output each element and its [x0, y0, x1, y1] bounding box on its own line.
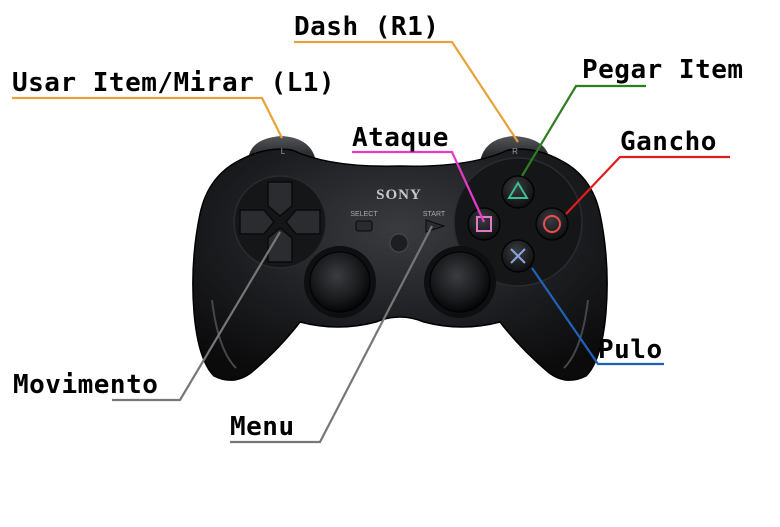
- dash-label: Dash (R1): [294, 12, 440, 42]
- pegar-item-label: Pegar Item: [582, 55, 744, 85]
- ataque-label: Ataque: [352, 123, 449, 153]
- gancho-label: Gancho: [620, 127, 717, 157]
- r-marker: R: [512, 147, 518, 156]
- ps-button: [389, 233, 409, 253]
- dpad-right: [285, 209, 321, 235]
- pulo-line: [531, 267, 664, 366]
- movimento-label: Movimento: [13, 370, 159, 400]
- square-icon: [476, 216, 492, 232]
- menu-label: Menu: [230, 412, 295, 442]
- ataque-line: [352, 150, 486, 223]
- select-button: [355, 220, 373, 232]
- left-analog-stick: [309, 251, 371, 313]
- circle-button: [535, 207, 569, 241]
- pegar-item-line: [521, 84, 646, 177]
- sony-logo: SONY: [376, 187, 422, 203]
- circle-icon: [543, 215, 561, 233]
- dpad-down: [267, 227, 293, 263]
- right-analog-stick: [429, 251, 491, 313]
- triangle-icon: [507, 181, 529, 199]
- l-marker: L: [281, 147, 286, 156]
- dpad-well: [233, 175, 327, 269]
- usar-item-label: Usar Item/Mirar (L1): [12, 68, 336, 98]
- usar-item-line: [12, 96, 283, 139]
- left-grip-shade: [211, 299, 237, 369]
- movimento-line: [112, 231, 281, 402]
- dash-line: [294, 40, 519, 143]
- right-grip-shade: [563, 299, 589, 369]
- dpad-up: [267, 181, 293, 217]
- start-text: START: [423, 211, 446, 218]
- square-button: [467, 207, 501, 241]
- cross-button: [501, 239, 535, 273]
- face-buttons-well: [453, 157, 583, 287]
- menu-line: [230, 225, 433, 444]
- pulo-label: Pulo: [598, 335, 663, 365]
- gancho-line: [565, 155, 730, 215]
- cross-icon: [510, 248, 526, 264]
- triangle-button: [501, 175, 535, 209]
- select-text: SELECT: [350, 211, 378, 218]
- dpad: [239, 181, 321, 263]
- dpad-left: [239, 209, 275, 235]
